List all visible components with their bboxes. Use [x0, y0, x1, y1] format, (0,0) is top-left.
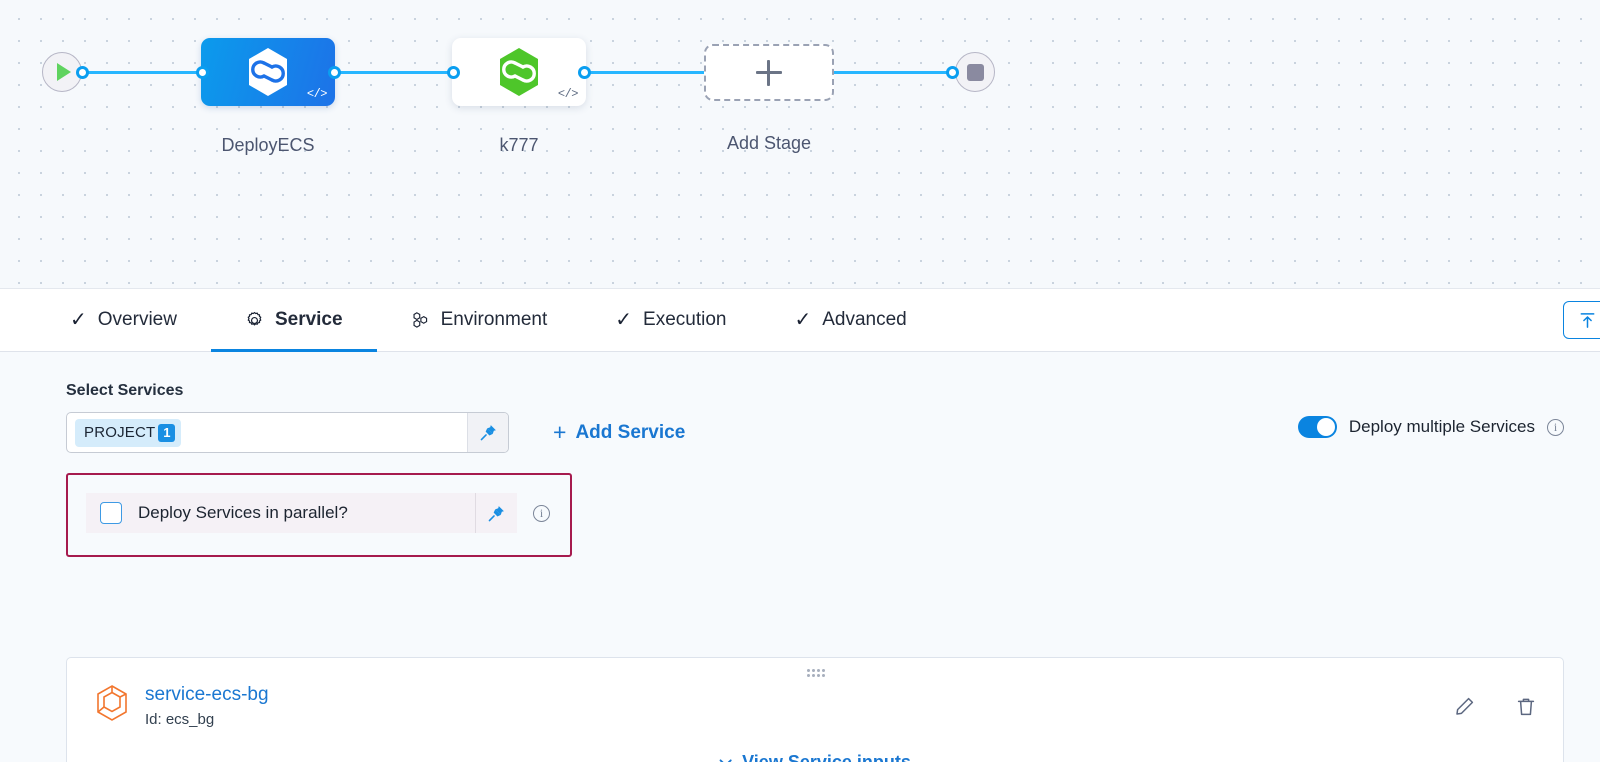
- service-select-row: PROJECT 1 + Add Service: [66, 412, 1564, 453]
- deploy-parallel-label: Deploy Services in parallel?: [138, 503, 348, 522]
- service-card-actions: [1453, 696, 1537, 718]
- drag-handle-icon[interactable]: [807, 669, 825, 678]
- code-badge[interactable]: </>: [306, 87, 328, 101]
- stop-icon: [966, 63, 984, 81]
- deploy-multiple-services-label: Deploy multiple Services: [1348, 417, 1535, 436]
- pin-icon: [480, 425, 496, 441]
- service-id-text: Id: ecs_bg: [145, 710, 215, 728]
- harness-hexagon-icon: [249, 48, 287, 96]
- gear-icon: [247, 311, 262, 325]
- stage-node-k777[interactable]: </>: [452, 38, 586, 106]
- edge-stage1-to-stage2: [330, 71, 460, 74]
- trash-icon[interactable]: [1515, 696, 1537, 718]
- pipeline-end-node[interactable]: [955, 52, 995, 92]
- port-stage2-in[interactable]: [447, 66, 460, 79]
- port-stage1-out[interactable]: [328, 66, 341, 79]
- view-service-inputs-label: View Service inputs: [742, 752, 911, 762]
- service-card-main: service-ecs-bg Id: ecs_bg: [67, 658, 1563, 728]
- service-panel: Select Services PROJECT 1 + Add Service: [0, 352, 1600, 762]
- add-service-button[interactable]: + Add Service: [553, 421, 685, 444]
- harness-hexagon-icon: [500, 48, 538, 96]
- service-name-link[interactable]: service-ecs-bg: [145, 684, 269, 705]
- pipeline-canvas[interactable]: </> DeployECS </> k777 Add Stage: [0, 0, 1600, 289]
- services-select-pin-button[interactable]: [467, 413, 508, 452]
- plus-icon: +: [553, 419, 567, 445]
- services-select[interactable]: PROJECT 1: [66, 412, 509, 453]
- deploy-parallel-field[interactable]: Deploy Services in parallel?: [86, 493, 475, 533]
- chevron-down-icon: [719, 758, 732, 762]
- play-icon: [57, 63, 71, 81]
- stage-node-deployecs[interactable]: </>: [201, 38, 335, 106]
- deploy-parallel-pin-button[interactable]: [475, 493, 517, 533]
- deploy-parallel-highlight-box: Deploy Services in parallel? i: [66, 473, 572, 557]
- tab-label: Advanced: [822, 309, 907, 330]
- tab-label: Execution: [643, 309, 727, 330]
- services-hexagon-icon: [97, 685, 127, 721]
- edge-start-to-stage1: [78, 71, 208, 74]
- tab-advanced[interactable]: ✓ Advanced: [760, 289, 940, 351]
- add-stage-node[interactable]: [704, 44, 834, 101]
- edge-addstage-to-end: [830, 71, 960, 74]
- chip-count: 1: [158, 423, 176, 442]
- check-icon: ✓: [70, 309, 87, 331]
- tab-label: Overview: [97, 309, 177, 330]
- pencil-icon[interactable]: [1453, 696, 1475, 718]
- save-upload-icon: [1580, 312, 1595, 328]
- tab-label: Environment: [440, 309, 548, 330]
- stage-tab-bar: ✓ Overview Service Environment ✓ Executi…: [0, 289, 1600, 352]
- check-icon: ✓: [615, 309, 633, 331]
- deploy-multiple-services-toggle[interactable]: [1297, 416, 1337, 438]
- toggle-knob: [1316, 418, 1335, 436]
- pipeline-start-node[interactable]: [42, 52, 82, 92]
- add-service-label: Add Service: [575, 421, 686, 443]
- check-icon: ✓: [794, 309, 812, 331]
- tab-service[interactable]: Service: [210, 289, 377, 352]
- deploy-parallel-checkbox[interactable]: [100, 502, 122, 524]
- chip-label: PROJECT: [84, 424, 156, 441]
- tab-label: Service: [274, 309, 343, 330]
- info-icon[interactable]: i: [533, 504, 550, 522]
- service-card-text: service-ecs-bg Id: ecs_bg: [145, 684, 269, 728]
- pin-icon: [488, 505, 504, 521]
- tab-overview[interactable]: ✓ Overview: [36, 289, 211, 351]
- deploy-parallel-info-wrap: i: [517, 493, 550, 533]
- port-end-in[interactable]: [946, 66, 959, 79]
- selected-scope-chip[interactable]: PROJECT 1: [75, 418, 182, 447]
- deploy-parallel-row: Deploy Services in parallel? i: [86, 493, 550, 533]
- save-button[interactable]: S: [1563, 301, 1600, 339]
- code-badge[interactable]: </>: [557, 87, 579, 101]
- services-select-field[interactable]: PROJECT 1: [67, 413, 467, 452]
- service-card: service-ecs-bg Id: ecs_bg View Service i…: [66, 657, 1564, 762]
- plus-icon: [756, 59, 782, 86]
- stage-label-k777: k777: [499, 135, 539, 155]
- tab-execution[interactable]: ✓ Execution: [581, 289, 760, 351]
- view-service-inputs-button[interactable]: View Service inputs: [719, 752, 911, 762]
- port-stage1-in[interactable]: [196, 66, 209, 79]
- deploy-multiple-services-row: Deploy multiple Services i: [1297, 416, 1564, 438]
- select-services-title: Select Services: [66, 382, 184, 399]
- port-start-out[interactable]: [76, 66, 89, 79]
- port-stage2-out[interactable]: [578, 66, 591, 79]
- tab-environment[interactable]: Environment: [377, 289, 582, 351]
- add-stage-label: Add Stage: [726, 133, 812, 153]
- stage-label-deployecs: DeployECS: [221, 135, 315, 155]
- edge-stage2-to-addstage: [580, 71, 710, 74]
- info-icon[interactable]: i: [1547, 418, 1564, 436]
- infrastructure-icon: [413, 311, 427, 328]
